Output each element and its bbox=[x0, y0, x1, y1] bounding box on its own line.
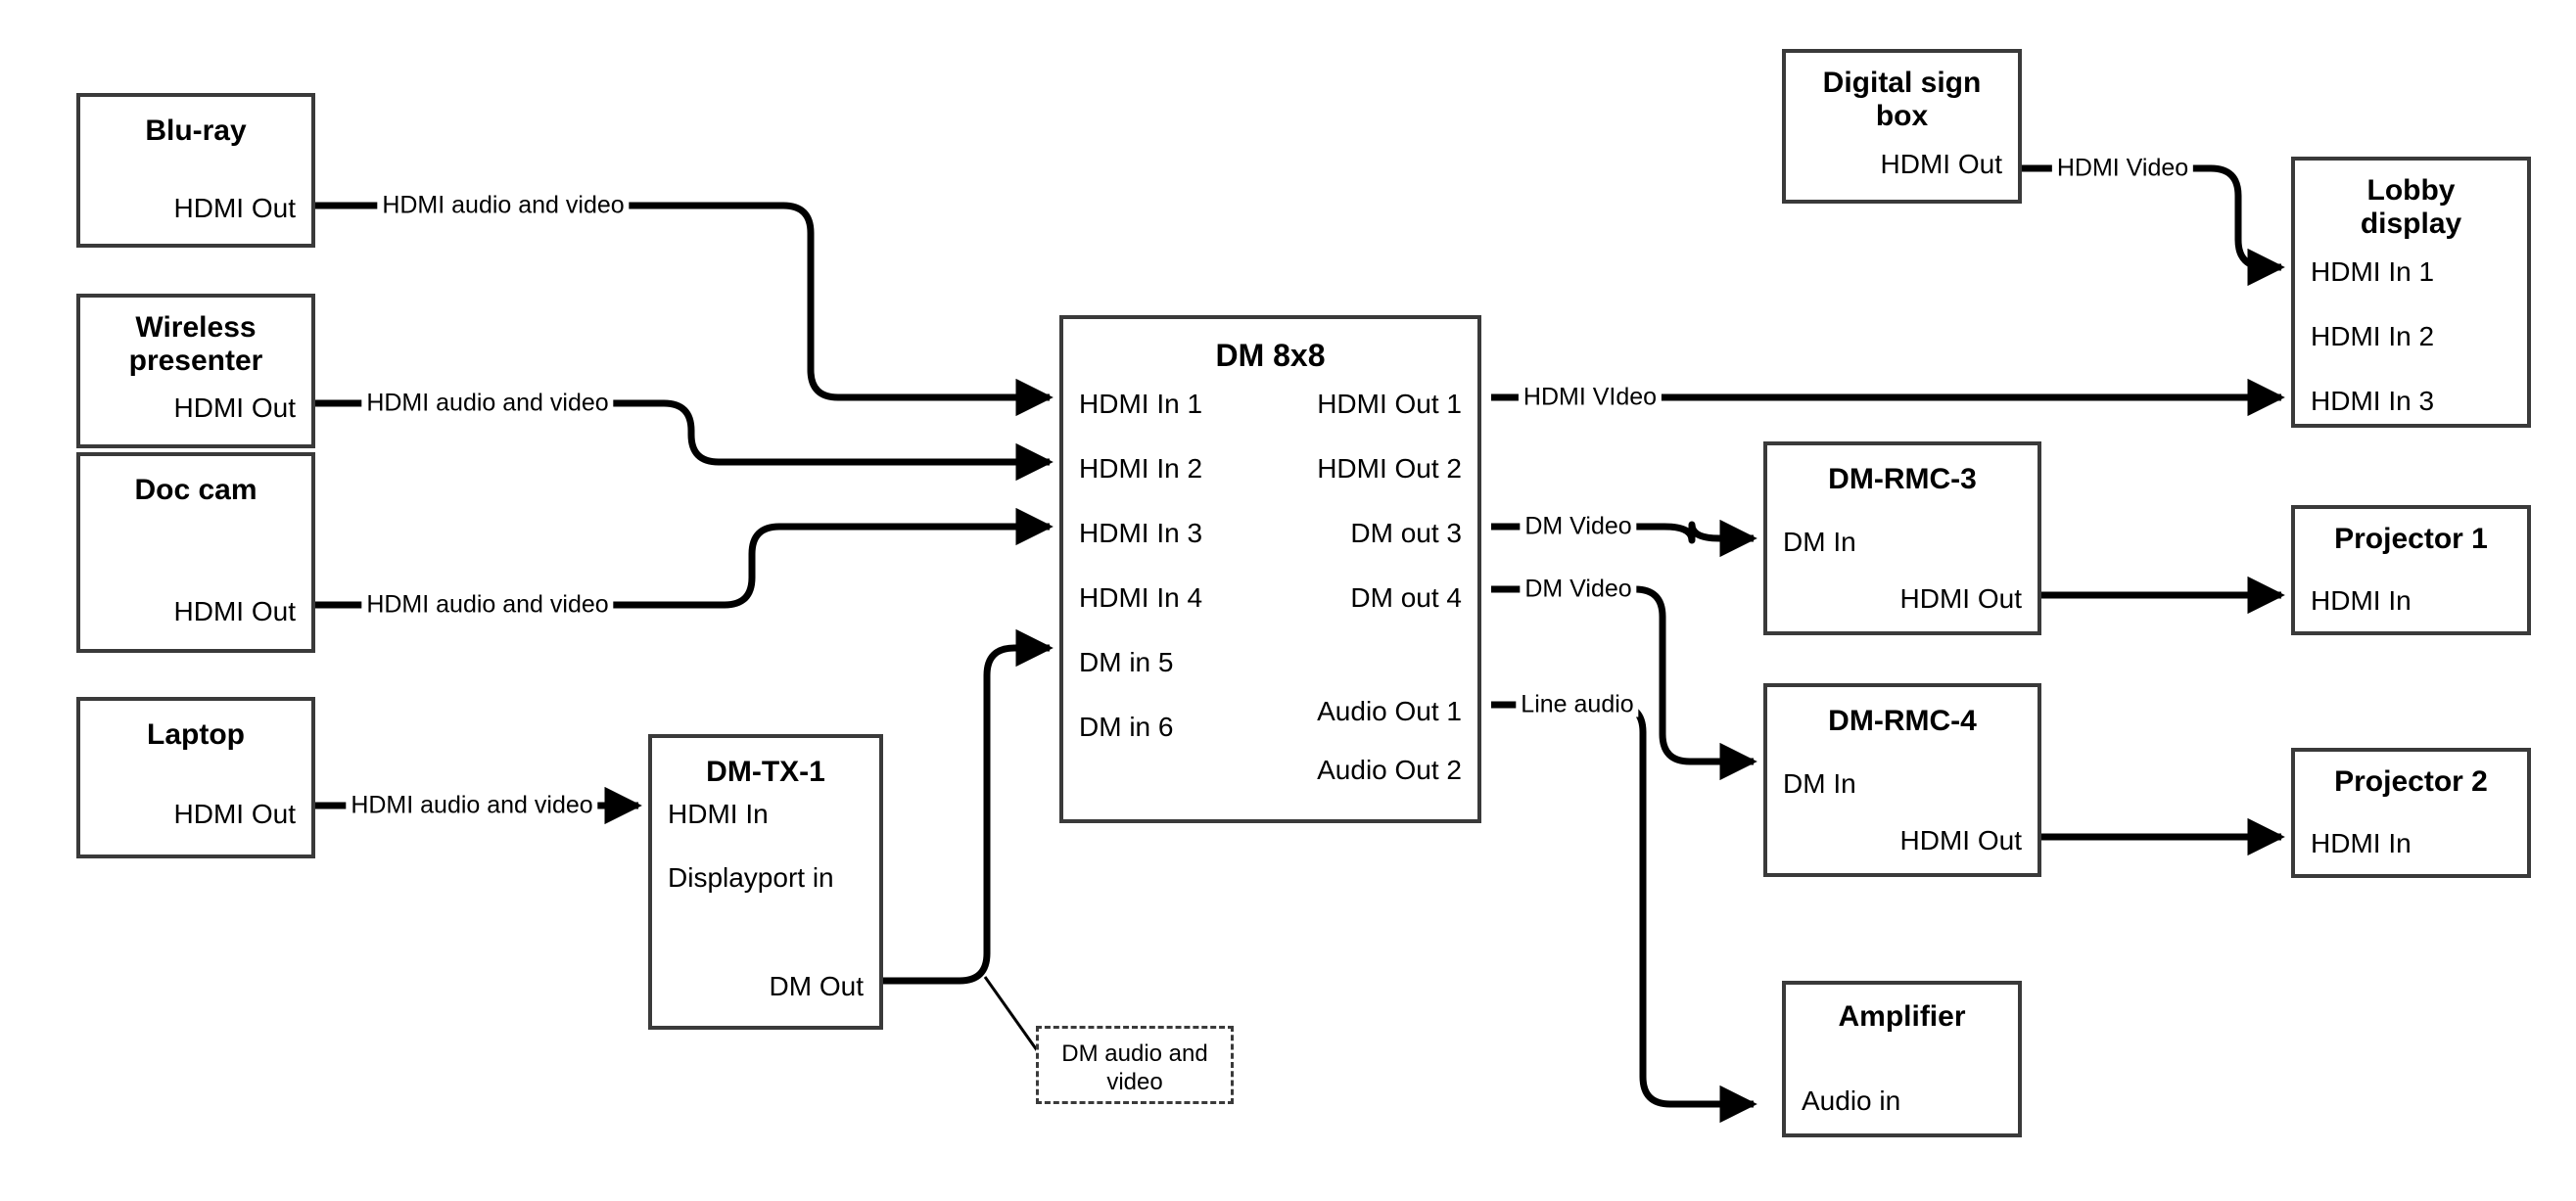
node-lobby-display-title: Lobby display bbox=[2360, 174, 2462, 240]
port-dm-tx-1-hdmi-in[interactable]: HDMI In bbox=[668, 799, 769, 829]
node-dm-rmc-3-title: DM-RMC-3 bbox=[1828, 463, 1977, 495]
node-projector-2[interactable]: Projector 2 HDMI In bbox=[2291, 748, 2531, 878]
port-dm-8x8-dm-out-3[interactable]: DM out 3 bbox=[1350, 518, 1462, 548]
node-projector-1[interactable]: Projector 1 HDMI In bbox=[2291, 505, 2531, 635]
node-laptop-title: Laptop bbox=[147, 718, 245, 751]
port-amplifier-audio-in[interactable]: Audio in bbox=[1802, 1086, 1901, 1116]
node-blu-ray-title: Blu-ray bbox=[145, 115, 247, 147]
port-wireless-presenter-hdmi-out[interactable]: HDMI Out bbox=[173, 393, 296, 423]
edge-label-doc-cam-to-hdmi-in-3: HDMI audio and video bbox=[361, 592, 614, 618]
node-dm-8x8[interactable]: DM 8x8 HDMI In 1 HDMI In 2 HDMI In 3 HDM… bbox=[1059, 315, 1481, 823]
port-dm-8x8-hdmi-out-2[interactable]: HDMI Out 2 bbox=[1317, 453, 1462, 484]
port-dm-8x8-audio-out-1[interactable]: Audio Out 1 bbox=[1317, 696, 1462, 726]
callout-leader-line bbox=[983, 976, 1044, 1058]
port-dm-rmc-3-dm-in[interactable]: DM In bbox=[1783, 527, 1856, 557]
port-lobby-display-hdmi-in-2[interactable]: HDMI In 2 bbox=[2311, 321, 2435, 351]
node-doc-cam-title: Doc cam bbox=[134, 474, 258, 506]
callout-dm-audio-and-video-text: DM audio and video bbox=[1061, 1040, 1208, 1095]
wire-wireless-presenter-to-hdmi-in-2 bbox=[315, 399, 1054, 482]
port-projector-2-hdmi-in[interactable]: HDMI In bbox=[2311, 828, 2412, 858]
port-dm-rmc-4-hdmi-out[interactable]: HDMI Out bbox=[1899, 825, 2022, 855]
edge-label-sign-box-to-lobby: HDMI Video bbox=[2051, 156, 2194, 181]
port-dm-8x8-hdmi-in-2[interactable]: HDMI In 2 bbox=[1079, 453, 1203, 484]
edge-label-laptop-to-dm-tx-1: HDMI audio and video bbox=[346, 793, 598, 818]
node-amplifier[interactable]: Amplifier Audio in bbox=[1782, 981, 2022, 1137]
edge-label-dm-out-3-to-dm-rmc-3: DM Video bbox=[1520, 514, 1637, 539]
node-amplifier-title: Amplifier bbox=[1838, 1000, 1966, 1033]
node-wireless-presenter-title: Wireless presenter bbox=[128, 311, 263, 377]
node-blu-ray[interactable]: Blu-ray HDMI Out bbox=[76, 93, 315, 248]
node-wireless-presenter[interactable]: Wireless presenter HDMI Out bbox=[76, 294, 315, 448]
port-lobby-display-hdmi-in-1[interactable]: HDMI In 1 bbox=[2311, 256, 2435, 287]
port-dm-8x8-dm-in-5[interactable]: DM in 5 bbox=[1079, 647, 1174, 677]
wire-dm-out-4-to-dm-rmc-4 bbox=[1491, 585, 1757, 781]
edge-label-blu-ray-to-hdmi-in-1: HDMI audio and video bbox=[377, 193, 630, 218]
node-dm-tx-1-title: DM-TX-1 bbox=[706, 756, 825, 788]
port-dm-8x8-hdmi-in-3[interactable]: HDMI In 3 bbox=[1079, 518, 1203, 548]
node-dm-tx-1[interactable]: DM-TX-1 HDMI In Displayport in DM Out bbox=[648, 734, 883, 1030]
node-dm-8x8-title: DM 8x8 bbox=[1215, 338, 1326, 373]
edge-label-hdmi-out-1-to-lobby: HDMI VIdeo bbox=[1518, 385, 1663, 410]
wire-blu-ray-to-hdmi-in-1 bbox=[315, 202, 1054, 417]
wire-sign-box-to-lobby-hdmi-in-1 bbox=[2022, 164, 2285, 287]
port-dm-8x8-hdmi-out-1[interactable]: HDMI Out 1 bbox=[1317, 389, 1462, 419]
node-projector-1-title: Projector 1 bbox=[2334, 523, 2488, 555]
port-laptop-hdmi-out[interactable]: HDMI Out bbox=[173, 799, 296, 829]
node-digital-sign-box[interactable]: Digital sign box HDMI Out bbox=[1782, 49, 2022, 204]
node-doc-cam[interactable]: Doc cam HDMI Out bbox=[76, 452, 315, 653]
wire-doc-cam-to-hdmi-in-3 bbox=[315, 507, 1054, 609]
node-digital-sign-box-title: Digital sign box bbox=[1822, 67, 1982, 132]
port-digital-sign-box-hdmi-out[interactable]: HDMI Out bbox=[1880, 149, 2002, 179]
node-dm-rmc-4-title: DM-RMC-4 bbox=[1828, 705, 1977, 737]
port-dm-rmc-4-dm-in[interactable]: DM In bbox=[1783, 768, 1856, 799]
port-dm-rmc-3-hdmi-out[interactable]: HDMI Out bbox=[1899, 583, 2022, 614]
edge-label-audio-out-1-to-amplifier: Line audio bbox=[1516, 692, 1639, 717]
port-projector-1-hdmi-in[interactable]: HDMI In bbox=[2311, 585, 2412, 616]
node-dm-rmc-4[interactable]: DM-RMC-4 DM In HDMI Out bbox=[1763, 683, 2041, 877]
port-dm-8x8-hdmi-in-1[interactable]: HDMI In 1 bbox=[1079, 389, 1203, 419]
edge-label-dm-out-4-to-dm-rmc-4: DM Video bbox=[1520, 577, 1637, 602]
wire-dm-out-3-to-dm-rmc-3 bbox=[1491, 519, 1757, 558]
node-laptop[interactable]: Laptop HDMI Out bbox=[76, 697, 315, 858]
port-dm-8x8-dm-in-6[interactable]: DM in 6 bbox=[1079, 712, 1174, 742]
port-dm-8x8-hdmi-in-4[interactable]: HDMI In 4 bbox=[1079, 582, 1203, 613]
port-blu-ray-hdmi-out[interactable]: HDMI Out bbox=[173, 193, 296, 223]
port-lobby-display-hdmi-in-3[interactable]: HDMI In 3 bbox=[2311, 386, 2435, 416]
callout-dm-audio-and-video: DM audio and video bbox=[1036, 1026, 1234, 1104]
port-doc-cam-hdmi-out[interactable]: HDMI Out bbox=[173, 596, 296, 626]
wire-dm-tx-1-to-dm-in-5 bbox=[883, 628, 1054, 985]
edge-label-wireless-presenter-to-hdmi-in-2: HDMI audio and video bbox=[361, 391, 614, 416]
port-dm-tx-1-dm-out[interactable]: DM Out bbox=[769, 971, 864, 1001]
node-lobby-display[interactable]: Lobby display HDMI In 1 HDMI In 2 HDMI I… bbox=[2291, 157, 2531, 428]
port-dm-8x8-audio-out-2[interactable]: Audio Out 2 bbox=[1317, 755, 1462, 785]
port-dm-8x8-dm-out-4[interactable]: DM out 4 bbox=[1350, 582, 1462, 613]
node-dm-rmc-3[interactable]: DM-RMC-3 DM In HDMI Out bbox=[1763, 441, 2041, 635]
node-projector-2-title: Projector 2 bbox=[2334, 765, 2488, 798]
port-dm-tx-1-displayport-in[interactable]: Displayport in bbox=[668, 862, 834, 893]
